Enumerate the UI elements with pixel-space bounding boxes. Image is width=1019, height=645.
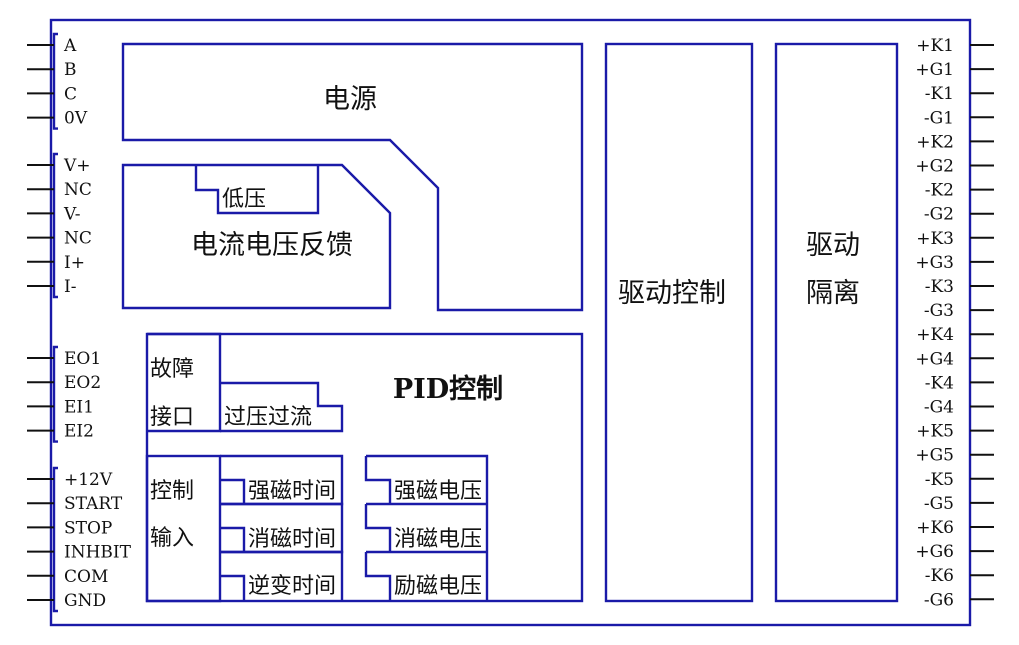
control-label-1: 控制 bbox=[150, 479, 194, 504]
left-pin-label: B bbox=[64, 60, 77, 80]
strong-volt-label: 强磁电压 bbox=[394, 479, 482, 504]
fault-label-1: 故障 bbox=[150, 357, 194, 382]
isolation-block bbox=[774, 42, 899, 603]
left-pin-label: COM bbox=[64, 567, 108, 587]
inverse-time-box bbox=[220, 550, 344, 601]
power-block bbox=[121, 42, 584, 312]
excite-volt-label: 励磁电压 bbox=[394, 574, 482, 599]
right-pin-label: -K1 bbox=[925, 84, 954, 104]
excite-volt-box bbox=[364, 552, 392, 601]
drive-control-label: 驱动控制 bbox=[618, 278, 726, 309]
left-pin-label: V+ bbox=[63, 156, 91, 176]
isolation-label-2: 隔离 bbox=[806, 278, 860, 309]
voltage-frame bbox=[366, 454, 489, 601]
left-pin-label: EI2 bbox=[64, 422, 94, 442]
left-pin-label: GND bbox=[64, 591, 106, 611]
left-pin-label: EO1 bbox=[64, 349, 101, 369]
left-pin-label: A bbox=[63, 36, 77, 56]
pid-label: PID控制 bbox=[393, 374, 503, 405]
left-pin-label: EO2 bbox=[64, 373, 101, 393]
right-pin-label: +K6 bbox=[916, 518, 954, 538]
low-voltage-tab bbox=[194, 165, 320, 215]
demag-time-label: 消磁时间 bbox=[248, 527, 336, 552]
right-pin-label: +K2 bbox=[916, 132, 954, 152]
right-pin-label: +K3 bbox=[916, 229, 954, 249]
right-pin-label: +G5 bbox=[915, 446, 954, 466]
right-pin-label: -G5 bbox=[924, 494, 954, 514]
right-pin-label: +G6 bbox=[915, 542, 954, 562]
right-pin-label: -K3 bbox=[925, 277, 954, 297]
right-pin-label: +G2 bbox=[915, 157, 954, 177]
control-label-2: 输入 bbox=[150, 526, 194, 551]
left-pin-label: NC bbox=[64, 180, 92, 200]
right-pin-label: -G2 bbox=[924, 205, 954, 225]
outer-frame bbox=[49, 18, 972, 627]
right-pin-label: -K4 bbox=[925, 373, 954, 393]
right-pin-list: +K1 +G1 -K1 -G1 +K2 +G2 -K2 -G2 +K3 +G3 -K3 -G3 +K4 +… bbox=[915, 36, 994, 610]
right-pin-label: +G4 bbox=[915, 349, 954, 369]
right-pin-label: -K2 bbox=[925, 181, 954, 201]
over-vi-label: 过压过流 bbox=[224, 405, 312, 430]
right-pin-label: -G1 bbox=[924, 108, 954, 128]
left-pin-label: V- bbox=[63, 204, 80, 224]
left-pin-label: INHBIT bbox=[64, 543, 132, 563]
low-voltage-label: 低压 bbox=[222, 187, 266, 212]
right-pin-label: -K6 bbox=[925, 566, 954, 586]
left-pin-label: C bbox=[64, 84, 77, 104]
strong-time-label: 强磁时间 bbox=[248, 479, 336, 504]
fault-label-2: 接口 bbox=[150, 405, 194, 430]
right-pin-label: +K4 bbox=[916, 325, 954, 345]
connector-bracket bbox=[52, 152, 58, 299]
strong-volt-box bbox=[364, 456, 392, 504]
connector-bracket bbox=[52, 345, 58, 443]
left-pin-label: STOP bbox=[64, 518, 112, 538]
demag-volt-label: 消磁电压 bbox=[394, 527, 482, 552]
right-pin-label: +G3 bbox=[915, 253, 954, 273]
left-pin-label: NC bbox=[64, 229, 92, 249]
right-pin-label: -G4 bbox=[924, 398, 954, 418]
right-pin-label: -G6 bbox=[924, 590, 954, 610]
right-pin-label: +K1 bbox=[916, 36, 954, 56]
over-vi-box bbox=[220, 381, 344, 433]
left-pin-label: +12V bbox=[64, 470, 113, 490]
left-pin-label: I- bbox=[64, 277, 76, 297]
right-pin-label: -K5 bbox=[925, 470, 954, 490]
left-pin-label: START bbox=[64, 494, 123, 514]
right-pin-label: -G3 bbox=[924, 301, 954, 321]
pid-block bbox=[145, 332, 584, 603]
feedback-label: 电流电压反馈 bbox=[191, 230, 353, 261]
left-pin-label: 0V bbox=[64, 109, 88, 129]
right-pin-label: +G1 bbox=[915, 60, 954, 80]
connector-bracket bbox=[52, 466, 58, 613]
demag-volt-box bbox=[364, 504, 392, 552]
connector-bracket bbox=[52, 32, 58, 130]
isolation-label-1: 驱动 bbox=[806, 230, 860, 261]
feedback-block bbox=[121, 163, 392, 310]
drive-control-block bbox=[604, 42, 754, 603]
right-pin-label: +K5 bbox=[916, 422, 954, 442]
left-pin-label: I+ bbox=[64, 253, 85, 273]
inverse-time-label: 逆变时间 bbox=[248, 574, 336, 599]
power-label: 电源 bbox=[323, 84, 377, 115]
left-pin-label: EI1 bbox=[64, 397, 94, 417]
